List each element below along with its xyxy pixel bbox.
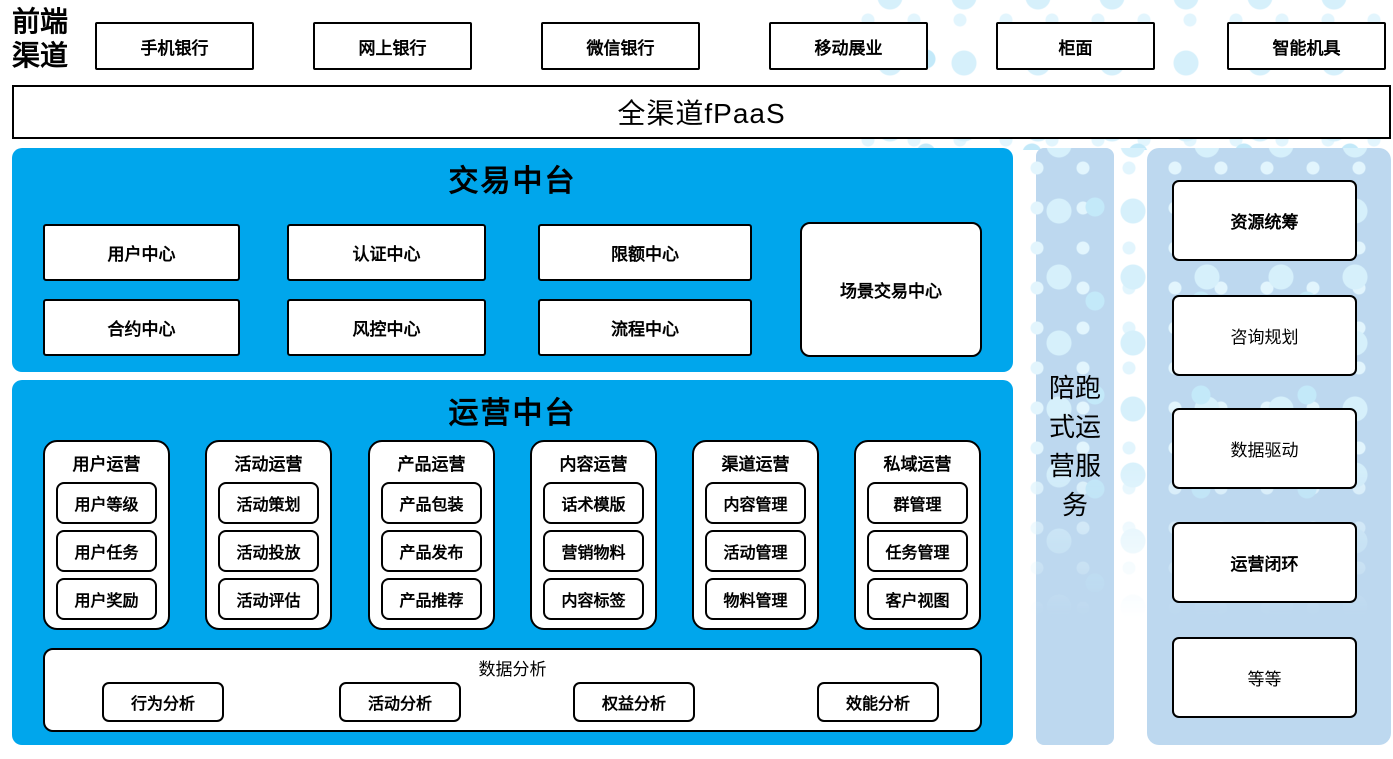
- group-item: 活动投放: [218, 530, 319, 572]
- group-activity-operation: 活动运营 活动策划 活动投放 活动评估: [205, 440, 332, 630]
- group-private-domain-operation: 私域运营 群管理 任务管理 客户视图: [854, 440, 981, 630]
- center-box-process: 流程中心: [538, 299, 752, 356]
- group-item: 客户视图: [867, 578, 968, 620]
- center-box-user: 用户中心: [43, 224, 240, 281]
- analysis-item: 活动分析: [339, 682, 461, 722]
- group-title: 用户运营: [72, 455, 141, 474]
- channel-box-wechat-banking: 微信银行: [541, 22, 700, 70]
- accompanying-service-label: 陪跑式运营服务: [1048, 372, 1101, 520]
- accompanying-service-bar: 陪跑式运营服务: [1036, 148, 1114, 745]
- group-title: 私域运营: [883, 455, 952, 474]
- trade-platform-title: 交易中台: [448, 165, 577, 198]
- group-item: 用户奖励: [56, 578, 157, 620]
- group-item: 话术模版: [543, 482, 644, 524]
- group-item: 营销物料: [543, 530, 644, 572]
- data-analysis-bar: 数据分析 行为分析 活动分析 权益分析 效能分析: [43, 648, 982, 732]
- channel-box-counter: 柜面: [996, 22, 1155, 70]
- data-analysis-title: 数据分析: [478, 660, 547, 679]
- group-title: 内容运营: [559, 455, 628, 474]
- channel-box-online-banking: 网上银行: [313, 22, 472, 70]
- group-product-operation: 产品运营 产品包装 产品发布 产品推荐: [368, 440, 495, 630]
- channel-box-mobile-banking: 手机银行: [95, 22, 254, 70]
- service-box-data-driven: 数据驱动: [1172, 408, 1357, 489]
- front-channels-label: 前端渠道: [11, 7, 68, 73]
- service-panel: 资源统筹 咨询规划 数据驱动 运营闭环 等等: [1147, 148, 1391, 745]
- group-item: 内容管理: [705, 482, 806, 524]
- group-item: 任务管理: [867, 530, 968, 572]
- analysis-item: 权益分析: [573, 682, 695, 722]
- analysis-item: 效能分析: [817, 682, 939, 722]
- group-item: 内容标签: [543, 578, 644, 620]
- analysis-item: 行为分析: [102, 682, 224, 722]
- service-box-consulting: 咨询规划: [1172, 295, 1357, 376]
- group-item: 活动策划: [218, 482, 319, 524]
- center-box-risk: 风控中心: [287, 299, 486, 356]
- group-item: 物料管理: [705, 578, 806, 620]
- group-item: 产品推荐: [381, 578, 482, 620]
- channel-box-smart-devices: 智能机具: [1227, 22, 1386, 70]
- service-box-operation-loop: 运营闭环: [1172, 522, 1357, 603]
- group-item: 用户等级: [56, 482, 157, 524]
- center-box-scenario-trade: 场景交易中心: [800, 222, 982, 357]
- group-content-operation: 内容运营 话术模版 营销物料 内容标签: [530, 440, 657, 630]
- group-title: 产品运营: [397, 455, 466, 474]
- group-user-operation: 用户运营 用户等级 用户任务 用户奖励: [43, 440, 170, 630]
- group-item: 产品包装: [381, 482, 482, 524]
- group-item: 活动管理: [705, 530, 806, 572]
- trade-platform-panel: 交易中台 用户中心 认证中心 限额中心 合约中心 风控中心 流程中心 场景交易中…: [12, 148, 1013, 372]
- service-box-resource-planning: 资源统筹: [1172, 180, 1357, 261]
- group-item: 活动评估: [218, 578, 319, 620]
- fpaas-bar: 全渠道fPaaS: [12, 85, 1391, 139]
- center-box-auth: 认证中心: [287, 224, 486, 281]
- operation-platform-panel: 运营中台 用户运营 用户等级 用户任务 用户奖励 活动运营 活动策划 活动投放 …: [12, 380, 1013, 745]
- group-item: 产品发布: [381, 530, 482, 572]
- center-box-limit: 限额中心: [538, 224, 752, 281]
- service-box-etc: 等等: [1172, 637, 1357, 718]
- group-item: 用户任务: [56, 530, 157, 572]
- center-box-contract: 合约中心: [43, 299, 240, 356]
- channel-box-mobile-marketing: 移动展业: [769, 22, 928, 70]
- group-title: 活动运营: [234, 455, 303, 474]
- group-title: 渠道运营: [721, 455, 790, 474]
- operation-platform-title: 运营中台: [448, 397, 577, 430]
- group-item: 群管理: [867, 482, 968, 524]
- group-channel-operation: 渠道运营 内容管理 活动管理 物料管理: [692, 440, 819, 630]
